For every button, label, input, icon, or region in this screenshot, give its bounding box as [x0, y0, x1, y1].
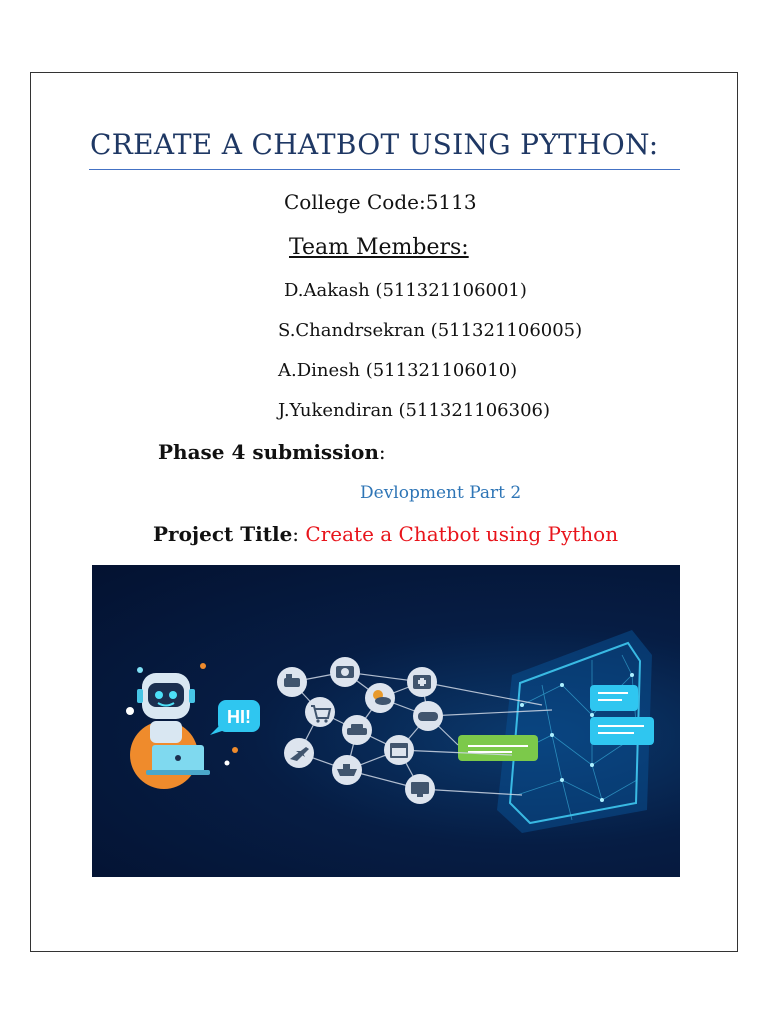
monitor-icon [405, 774, 435, 804]
game-controller-icon [413, 701, 443, 731]
project-title-value: Create a Chatbot using Python [305, 522, 619, 546]
chat-bubble-icons [458, 685, 654, 761]
team-member: S.Chandrsekran (511321106005) [278, 320, 583, 341]
weather-icon [365, 683, 395, 713]
project-title-label: Project Title [153, 522, 293, 546]
shopping-cart-icon [305, 697, 335, 727]
ship-icon [332, 755, 362, 785]
airplane-icon [284, 738, 314, 768]
team-members-heading: Team Members: [289, 235, 469, 260]
page-border [30, 72, 738, 952]
calendar-icon [384, 735, 414, 765]
chatbot-illustration: HI! [92, 565, 680, 877]
service-icons [277, 657, 443, 804]
college-code: College Code:5113 [284, 190, 477, 214]
food-icon [277, 667, 307, 697]
chatbot-illustration-graphic: HI! [126, 630, 654, 833]
team-member: D.Aakash (511321106001) [284, 280, 527, 301]
medical-kit-icon [407, 667, 437, 697]
robot-mascot-icon [126, 663, 238, 789]
phase-label: Phase 4 submission [158, 440, 379, 464]
hi-speech-bubble-icon: HI! [210, 700, 260, 735]
camera-icon [330, 657, 360, 687]
title-underline-rule [89, 169, 680, 170]
project-title-separator: : [292, 522, 306, 546]
car-icon [342, 715, 372, 745]
document-title: CREATE A CHATBOT USING PYTHON: [90, 128, 659, 161]
team-member: J.Yukendiran (511321106306) [278, 400, 551, 421]
hi-bubble-text: HI! [227, 707, 251, 727]
phase-line: Phase 4 submission: [158, 440, 386, 464]
project-title-line: Project Title: Create a Chatbot using Py… [153, 522, 618, 546]
team-member: A.Dinesh (511321106010) [278, 360, 518, 381]
development-part: Devlopment Part 2 [360, 483, 522, 503]
phase-colon: : [378, 440, 386, 464]
